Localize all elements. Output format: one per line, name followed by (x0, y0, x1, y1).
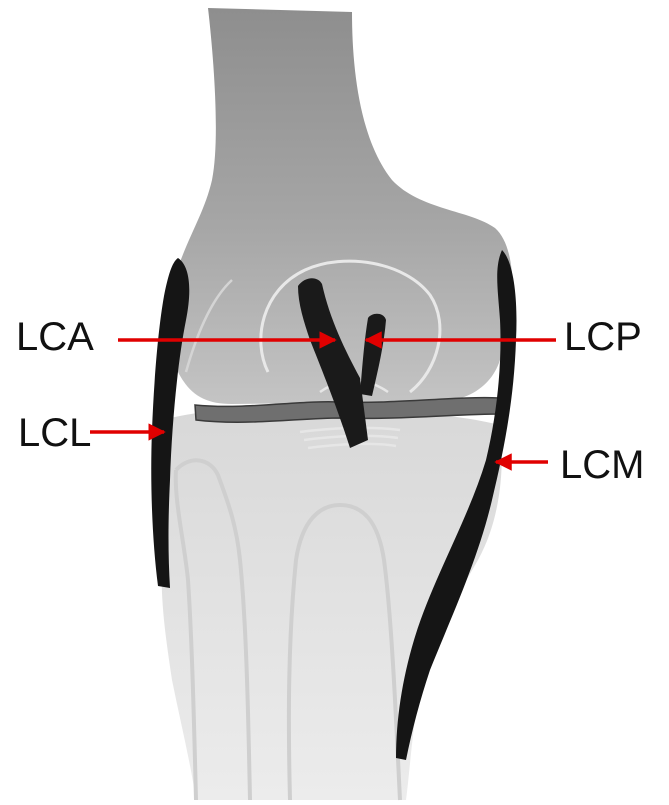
label-lcp: LCP (564, 317, 642, 357)
label-lca: LCA (16, 317, 94, 357)
label-lcm: LCM (560, 445, 644, 485)
label-lcl: LCL (18, 413, 91, 453)
